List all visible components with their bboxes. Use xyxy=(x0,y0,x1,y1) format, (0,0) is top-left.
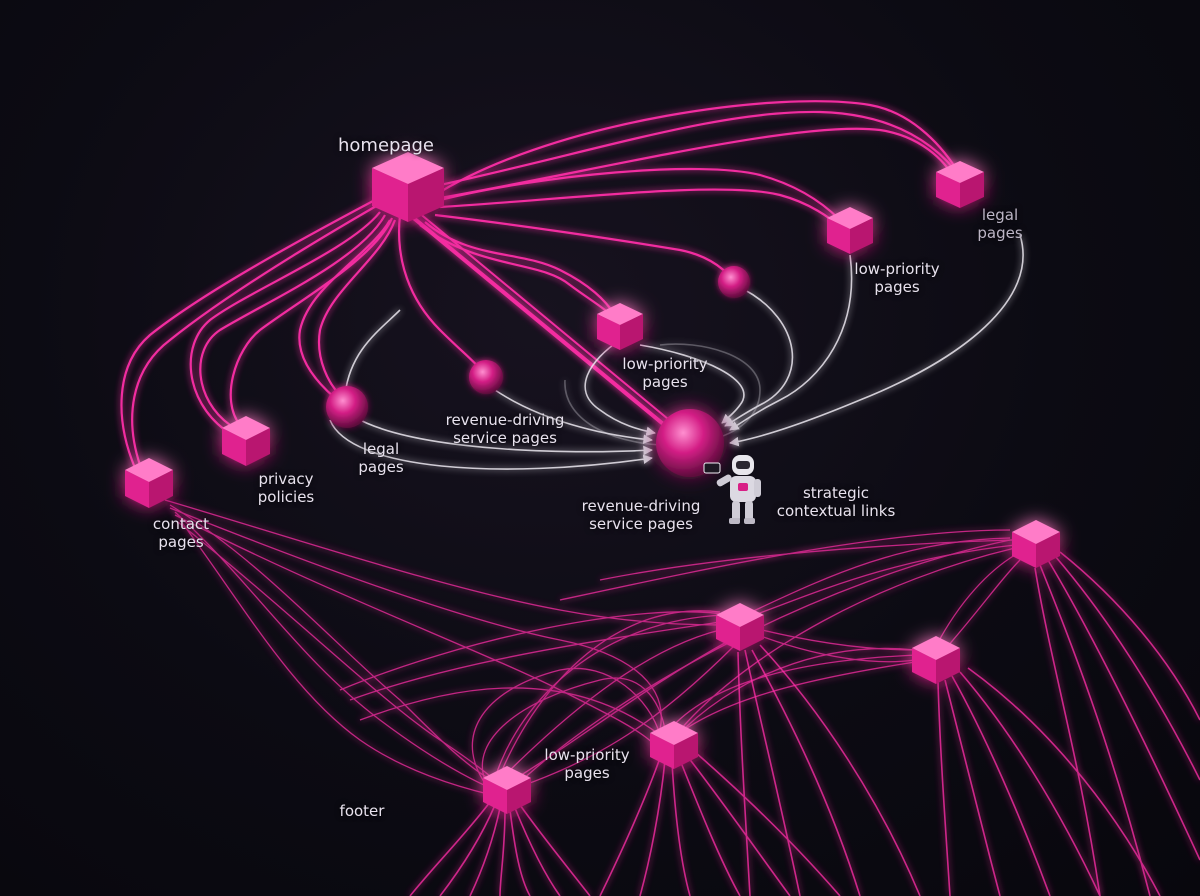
footer-streams xyxy=(409,551,1200,896)
ctx-link-sphere-top xyxy=(724,289,794,427)
footer-node-3[interactable] xyxy=(716,603,764,651)
ctx-link-low-top xyxy=(729,254,853,431)
link-homepage-contact-2 xyxy=(120,199,376,469)
footer-label-text: footer xyxy=(339,802,385,820)
contact-pages-label: contact pages xyxy=(153,515,209,551)
homepage-label-text: homepage xyxy=(338,135,434,156)
top-small-sphere[interactable] xyxy=(718,266,750,298)
ctx-link-low-mid xyxy=(584,339,656,437)
privacy-policies-label-line1: privacy xyxy=(258,470,314,488)
ctx-link-legal-mid-b xyxy=(329,419,653,470)
low-priority-top-label-line2: pages xyxy=(874,278,920,296)
legal-pages-mid-label-line1: legal xyxy=(362,440,400,458)
legal-pages-top-label-line2: pages xyxy=(977,224,1023,242)
ctx-orbit xyxy=(564,343,761,447)
revenue-small-sphere[interactable] xyxy=(469,360,503,394)
link-homepage-low-top-2 xyxy=(439,188,843,229)
robot-icon xyxy=(703,455,761,524)
footer-node-2[interactable] xyxy=(650,721,698,769)
low-priority-mid-label-line2: pages xyxy=(642,373,688,391)
strategic-links-label-line2: contextual links xyxy=(776,502,896,520)
revenue-main-label-line2: service pages xyxy=(589,515,693,533)
low-priority-top-label: low-priority pages xyxy=(854,260,939,296)
legal-pages-top-label: legal pages xyxy=(977,206,1022,242)
homepage-label: homepage xyxy=(338,136,434,156)
link-homepage-privacy-2 xyxy=(189,211,381,431)
link-homepage-rev-small xyxy=(398,214,484,373)
privacy-policies-label-line2: policies xyxy=(257,488,315,506)
legal-pages-top-node[interactable] xyxy=(936,161,984,208)
ctx-link-legal-top xyxy=(729,234,1024,447)
revenue-small-label: revenue-driving service pages xyxy=(446,411,565,447)
footer-node-1[interactable] xyxy=(483,766,531,814)
low-priority-mid-label: low-priority pages xyxy=(622,355,707,391)
strategic-links-label-line1: strategic xyxy=(802,484,870,502)
ctx-link-rev-small xyxy=(494,389,653,444)
link-homepage-contact xyxy=(131,204,379,466)
revenue-main-label: revenue-driving service pages xyxy=(582,497,701,533)
contextual-links xyxy=(329,234,1024,470)
legal-pages-top-label-line1: legal xyxy=(981,206,1019,224)
footer-label: footer xyxy=(340,802,385,820)
ctx-link-legal-mid xyxy=(359,419,653,456)
contact-pages-label-line1: contact xyxy=(152,515,210,533)
link-homepage-low-mid xyxy=(424,221,616,316)
ctx-link-low-mid-b xyxy=(639,344,745,424)
contact-pages-label-line2: pages xyxy=(158,533,204,551)
low-priority-mid-node[interactable] xyxy=(597,303,643,350)
low-priority-bottom-label-line1: low-priority xyxy=(544,746,630,764)
revenue-main-label-line1: revenue-driving xyxy=(581,497,701,515)
strategic-links-label: strategic contextual links xyxy=(777,484,896,520)
low-priority-bottom-label: low-priority pages xyxy=(544,746,629,782)
revenue-small-label-line1: revenue-driving xyxy=(445,411,565,429)
link-homepage-legal-top-3 xyxy=(439,127,956,200)
link-homepage-legal-top-2 xyxy=(439,100,961,193)
legal-mid-sphere[interactable] xyxy=(326,386,368,428)
ctx-link-legal-mid-c xyxy=(344,309,401,396)
footer-node-5[interactable] xyxy=(1012,520,1060,568)
contact-pages-node[interactable] xyxy=(125,458,173,508)
privacy-policies-label: privacy policies xyxy=(258,470,315,506)
link-homepage-legal-mid-2 xyxy=(298,219,391,399)
privacy-policies-node[interactable] xyxy=(222,416,270,466)
low-priority-bottom-label-line2: pages xyxy=(564,764,610,782)
footer-node-4[interactable] xyxy=(912,636,960,684)
low-priority-top-label-line1: low-priority xyxy=(854,260,940,278)
low-priority-mid-label-line1: low-priority xyxy=(622,355,708,373)
link-homepage-privacy xyxy=(199,214,386,426)
revenue-small-label-line2: service pages xyxy=(453,429,557,447)
link-homepage-revenue-main-2 xyxy=(417,211,675,425)
link-homepage-legal-mid xyxy=(317,219,397,396)
link-homepage-legal-top xyxy=(439,110,956,187)
link-homepage-privacy-3 xyxy=(229,217,394,426)
link-homepage-low-top xyxy=(439,167,841,221)
link-homepage-sphere-top xyxy=(434,213,734,281)
legal-pages-mid-label: legal pages xyxy=(358,440,403,476)
link-homepage-revenue-main xyxy=(408,213,670,430)
homepage-links xyxy=(120,100,961,469)
low-priority-top-node[interactable] xyxy=(827,207,873,254)
homepage-node[interactable] xyxy=(372,152,444,222)
legal-pages-mid-label-line2: pages xyxy=(358,458,404,476)
revenue-main-sphere[interactable] xyxy=(656,409,724,477)
